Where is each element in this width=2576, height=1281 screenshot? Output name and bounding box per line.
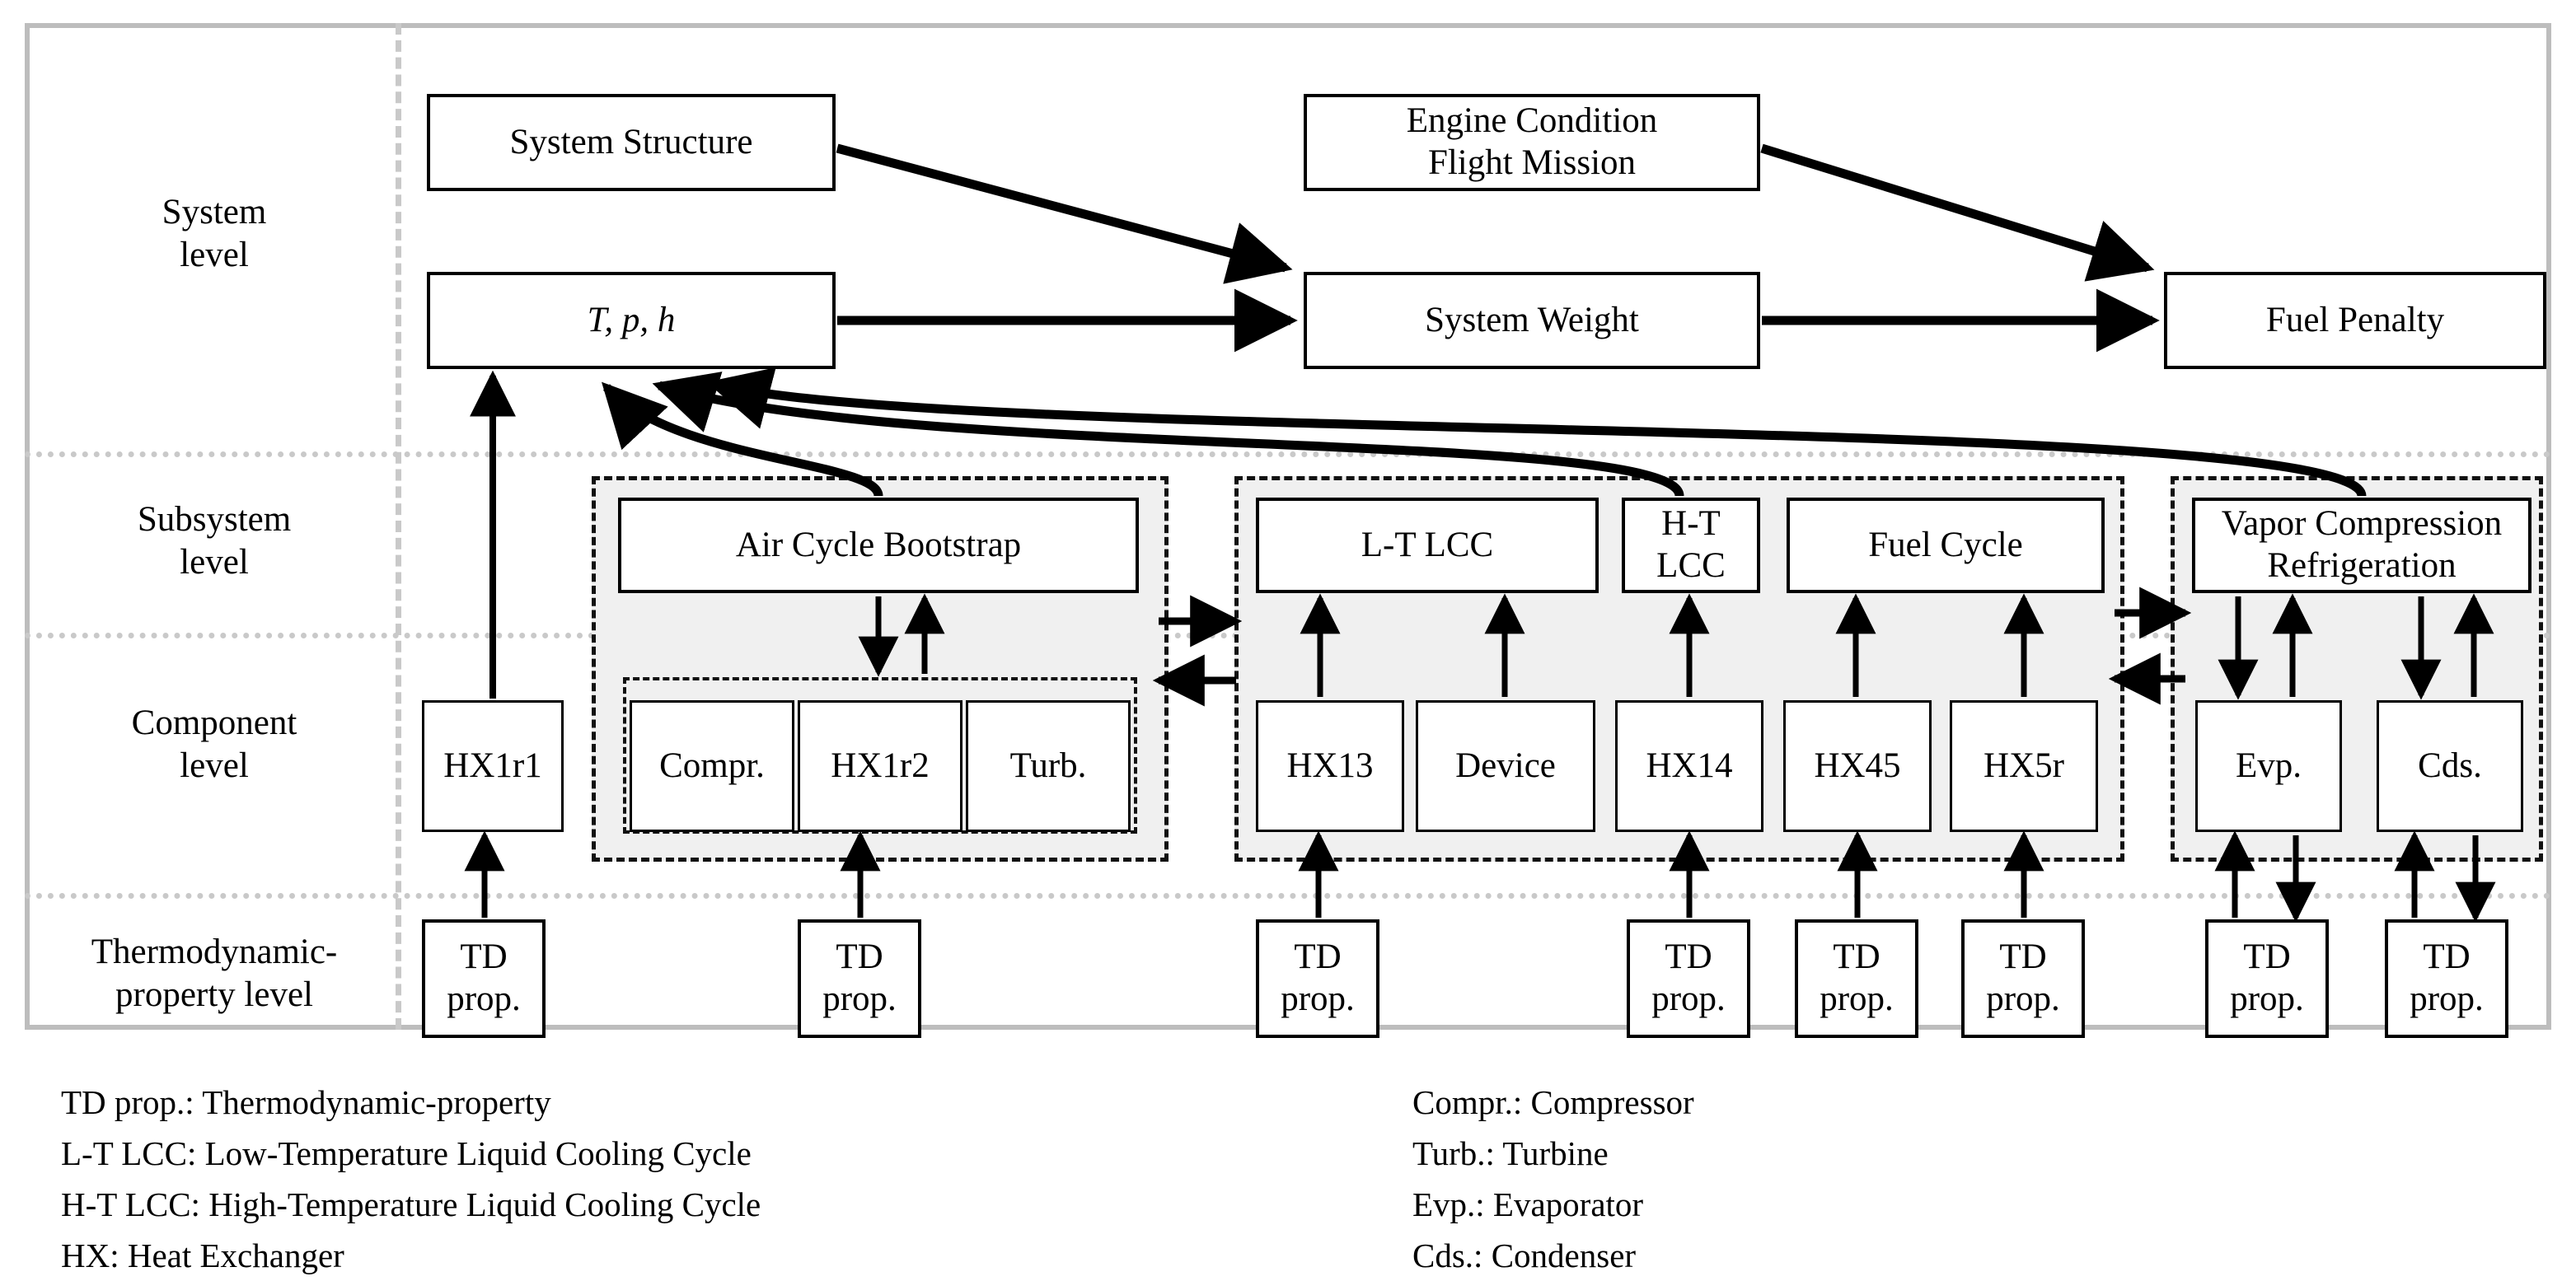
level-label-thermo-line1: Thermodynamic- bbox=[91, 933, 338, 971]
box-vapor-compression-refrigeration[interactable]: Vapor Compression Refrigeration bbox=[2192, 498, 2532, 593]
box-hx45[interactable]: HX45 bbox=[1783, 700, 1932, 832]
box-turb[interactable]: Turb. bbox=[966, 700, 1131, 832]
box-evp-label: Evp. bbox=[2235, 746, 2302, 785]
box-device-label: Device bbox=[1455, 746, 1556, 785]
legend-item-evp: Evp.: Evaporator bbox=[1412, 1185, 1644, 1223]
box-engine-condition-line1: Engine Condition bbox=[1406, 101, 1658, 141]
box-fuel-penalty-label: Fuel Penalty bbox=[2265, 300, 2445, 339]
box-td-prop-8[interactable]: TD prop. bbox=[2385, 919, 2508, 1038]
level-label-component-line1: Component bbox=[131, 704, 297, 742]
box-hx1r2-label: HX1r2 bbox=[831, 746, 930, 785]
box-td-prop-7-line2: prop. bbox=[2230, 979, 2304, 1018]
box-td-prop-5-line2: prop. bbox=[1820, 979, 1894, 1018]
box-cds-label: Cds. bbox=[2418, 746, 2482, 785]
box-td-prop-7[interactable]: TD prop. bbox=[2205, 919, 2329, 1038]
box-tph-label: T, p, h bbox=[587, 300, 676, 339]
box-ht-lcc-line2: LCC bbox=[1656, 546, 1726, 585]
box-evp[interactable]: Evp. bbox=[2195, 700, 2342, 832]
box-td-prop-1[interactable]: TD prop. bbox=[422, 919, 546, 1038]
box-td-prop-5-line1: TD bbox=[1833, 937, 1880, 977]
box-hx45-label: HX45 bbox=[1814, 746, 1901, 785]
level-label-thermo: Thermodynamic- property level bbox=[33, 931, 396, 1017]
box-system-weight[interactable]: System Weight bbox=[1304, 272, 1760, 369]
box-hx1r1-label: HX1r1 bbox=[443, 746, 542, 785]
level-label-component: Component level bbox=[33, 702, 396, 788]
box-hx14[interactable]: HX14 bbox=[1615, 700, 1763, 832]
box-hx14-label: HX14 bbox=[1646, 746, 1733, 785]
box-hx13[interactable]: HX13 bbox=[1256, 700, 1404, 832]
box-compr-label: Compr. bbox=[659, 746, 765, 785]
legend-item-ht-lcc: H-T LCC: High-Temperature Liquid Cooling… bbox=[61, 1185, 761, 1223]
box-td-prop-4[interactable]: TD prop. bbox=[1627, 919, 1750, 1038]
box-fuel-cycle-label: Fuel Cycle bbox=[1868, 525, 2023, 564]
legend-left-column: TD prop.: Thermodynamic-property L-T LCC… bbox=[61, 1086, 761, 1281]
box-lt-lcc-label: L-T LCC bbox=[1361, 525, 1494, 564]
box-ht-lcc[interactable]: H-T LCC bbox=[1622, 498, 1760, 593]
box-tph[interactable]: T, p, h bbox=[427, 272, 836, 369]
box-td-prop-6[interactable]: TD prop. bbox=[1961, 919, 2085, 1038]
box-td-prop-1-line1: TD bbox=[460, 937, 508, 977]
box-td-prop-3[interactable]: TD prop. bbox=[1256, 919, 1379, 1038]
box-air-cycle-bootstrap-label: Air Cycle Bootstrap bbox=[735, 525, 1022, 564]
level-label-subsystem-line1: Subsystem bbox=[137, 500, 292, 539]
legend-item-compr: Compr.: Compressor bbox=[1412, 1083, 1694, 1121]
box-system-structure-label: System Structure bbox=[509, 122, 753, 161]
legend-item-turb: Turb.: Turbine bbox=[1412, 1134, 1609, 1172]
box-cds[interactable]: Cds. bbox=[2377, 700, 2523, 832]
box-fuel-cycle[interactable]: Fuel Cycle bbox=[1787, 498, 2105, 593]
level-label-system-line1: System bbox=[162, 193, 267, 231]
box-air-cycle-bootstrap[interactable]: Air Cycle Bootstrap bbox=[618, 498, 1139, 593]
level-label-subsystem-line2: level bbox=[180, 543, 249, 582]
box-td-prop-3-line1: TD bbox=[1294, 937, 1342, 977]
box-turb-label: Turb. bbox=[1009, 746, 1087, 785]
box-td-prop-7-line1: TD bbox=[2243, 937, 2291, 977]
box-lt-lcc[interactable]: L-T LCC bbox=[1256, 498, 1599, 593]
box-device[interactable]: Device bbox=[1416, 700, 1595, 832]
box-td-prop-5[interactable]: TD prop. bbox=[1795, 919, 1918, 1038]
box-td-prop-2-line1: TD bbox=[836, 937, 883, 977]
box-td-prop-2[interactable]: TD prop. bbox=[798, 919, 921, 1038]
divider-system-subsystem bbox=[25, 451, 2551, 457]
box-hx5r-label: HX5r bbox=[1984, 746, 2064, 785]
legend-item-td-prop: TD prop.: Thermodynamic-property bbox=[61, 1083, 551, 1121]
divider-component-thermo bbox=[25, 893, 2551, 899]
box-td-prop-6-line2: prop. bbox=[1986, 979, 2060, 1018]
level-label-system: System level bbox=[33, 191, 396, 278]
legend-item-hx: HX: Heat Exchanger bbox=[61, 1237, 344, 1274]
box-fuel-penalty[interactable]: Fuel Penalty bbox=[2164, 272, 2546, 369]
box-vcr-line1: Vapor Compression bbox=[2221, 504, 2503, 544]
box-td-prop-8-line1: TD bbox=[2423, 937, 2471, 977]
box-compr[interactable]: Compr. bbox=[630, 700, 794, 832]
box-td-prop-2-line2: prop. bbox=[822, 979, 897, 1018]
box-engine-condition-flight-mission[interactable]: Engine Condition Flight Mission bbox=[1304, 94, 1760, 191]
legend-right-column: Compr.: Compressor Turb.: Turbine Evp.: … bbox=[1412, 1086, 1694, 1281]
box-hx1r2[interactable]: HX1r2 bbox=[798, 700, 962, 832]
box-hx5r[interactable]: HX5r bbox=[1950, 700, 2098, 832]
level-label-thermo-line2: property level bbox=[115, 975, 313, 1015]
box-td-prop-3-line2: prop. bbox=[1281, 979, 1355, 1018]
box-engine-condition-line2: Flight Mission bbox=[1427, 143, 1637, 182]
legend-item-lt-lcc: L-T LCC: Low-Temperature Liquid Cooling … bbox=[61, 1134, 752, 1172]
divider-label-column bbox=[396, 23, 401, 1030]
box-hx1r1[interactable]: HX1r1 bbox=[422, 700, 564, 832]
box-system-structure[interactable]: System Structure bbox=[427, 94, 836, 191]
box-td-prop-4-line2: prop. bbox=[1651, 979, 1726, 1018]
box-vcr-line2: Refrigeration bbox=[2267, 546, 2457, 585]
box-td-prop-6-line1: TD bbox=[1999, 937, 2047, 977]
box-td-prop-1-line2: prop. bbox=[447, 979, 521, 1018]
legend-item-cds: Cds.: Condenser bbox=[1412, 1237, 1637, 1274]
box-ht-lcc-line1: H-T bbox=[1661, 504, 1721, 544]
box-system-weight-label: System Weight bbox=[1425, 300, 1639, 339]
box-td-prop-4-line1: TD bbox=[1665, 937, 1712, 977]
box-hx13-label: HX13 bbox=[1286, 746, 1374, 785]
level-label-subsystem: Subsystem level bbox=[33, 498, 396, 585]
level-label-system-line2: level bbox=[180, 236, 249, 275]
level-label-component-line2: level bbox=[180, 746, 249, 786]
box-td-prop-8-line2: prop. bbox=[2410, 979, 2484, 1018]
